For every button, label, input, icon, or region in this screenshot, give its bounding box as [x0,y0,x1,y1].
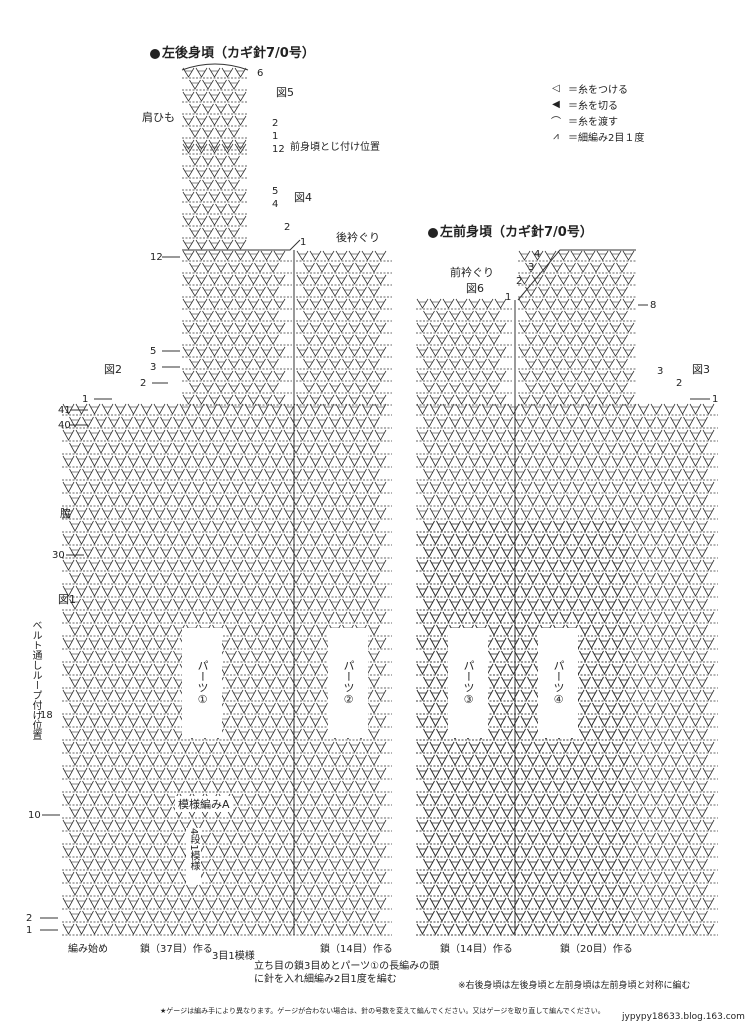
side-marker-12: 12 [150,252,163,263]
front-marker-2: 2 [516,276,523,287]
back-upper [182,250,292,406]
part-3-label: パーツ③ [462,660,475,706]
part-1-label: パーツ① [196,660,209,706]
strap-marker-1a: 1 [272,131,279,142]
front-marker-3b: 3 [657,366,664,377]
legend-row-pass: ⌒＝糸を渡す [548,112,644,128]
back-neck-label: 後衿ぐり [336,231,380,244]
row-marker-40: 40 [58,420,71,431]
chain14-back-label: 鎖（14目）作る [320,944,393,955]
strap-marker-4: 4 [272,199,279,210]
fig4-label: 図4 [294,191,312,204]
four-rows-label: 4段1模様 [186,828,201,884]
side-marker-1: 1 [82,394,89,405]
fig3-label: 図3 [692,363,710,376]
part-2-box: パーツ② [328,628,368,738]
front-neck-curve [517,249,636,301]
pattern-a-label: 模様編みA [175,796,233,812]
chain20-label: 鎖（20目）作る [560,944,633,955]
strap-marker-5: 5 [272,186,279,197]
part-1-box: パーツ① [182,628,222,738]
row-marker-2: 2 [26,913,33,924]
symmetric-note: ※右後身頃は左後身頃と左前身頃は左前身頃と対称に編む [458,981,691,991]
side-marker-3: 3 [150,362,157,373]
part-3-box: パーツ③ [448,628,488,738]
row-marker-41: 41 [58,405,71,416]
fig5-label: 図5 [276,86,294,99]
side-marker-5: 5 [150,346,157,357]
back-strap-fig5 [182,67,248,151]
three-st-label: 3目1模様 [212,951,255,962]
strap-marker-12: 12 [272,144,285,155]
chain14-front-label: 鎖（14目）作る [440,944,513,955]
back-neck-panel [296,250,392,406]
side-marker-2: 2 [140,378,147,389]
join-note: 立ち目の鎖3目めとパーツ①の長編みの頭に針を入れ細編み2目1度を編む [254,961,440,985]
legend-row-attach: ◁＝糸をつける [548,80,644,96]
strap-marker-2a: 2 [272,118,279,129]
strap-marker-2b: 2 [284,222,291,233]
front-title: 左前身頃（カギ針7/0号） [428,221,593,240]
front-marker-2b: 2 [676,378,683,389]
fig2-label: 図2 [104,363,122,376]
strap-marker-1b: 1 [300,237,307,248]
back-neck-curve [182,239,301,251]
front-upper [518,250,636,406]
strap-top-curve [181,63,249,71]
front-marker-4: 4 [534,249,541,260]
back-strap-fig4 [182,143,248,251]
fig1-label: 図1 [58,593,76,606]
front-neck-left [416,298,512,406]
start-label: 編み始め [68,944,108,955]
cut-yarn-icon: ◀ [552,98,560,110]
front-marker-8: 8 [650,300,657,311]
chain37-label: 鎖（37目）作る [140,944,213,955]
front-neck-label: 前衿ぐり [450,266,494,279]
row-marker-30: 30 [52,550,65,561]
strap-marker-6: 6 [257,68,264,79]
part-4-label: パーツ④ [552,660,565,706]
row-marker-1: 1 [26,925,33,936]
part-4-box: パーツ④ [538,628,578,738]
sc2tog-icon: ⩘ [553,130,559,142]
back-title: 左後身頃（カギ針7/0号） [150,42,315,61]
row-marker-18: 18 [40,710,53,721]
pass-yarn-icon: ⌒ [551,116,561,128]
row-marker-10: 10 [28,810,41,821]
legend-row-sc2tog: ⩘＝細編み2目１度 [548,128,644,144]
front-marker-1b: 1 [712,394,719,405]
front-join-label: 前身頃とじ付け位置 [290,142,380,153]
front-marker-1: 1 [505,292,512,303]
front-marker-3: 3 [528,262,535,273]
fig6-label: 図6 [466,282,484,295]
part-2-label: パーツ② [342,660,355,706]
watermark: jypypy18633.blog.163.com [622,1012,745,1022]
legend-row-cut: ◀＝糸を切る [548,96,644,112]
attach-yarn-icon: ◁ [552,82,560,94]
belt-loop-label: ベルト通しループ付け位置 [30,620,41,740]
legend: ◁＝糸をつける ◀＝糸を切る ⌒＝糸を渡す ⩘＝細編み2目１度 [548,80,644,144]
shoulder-strap-label: 肩ひも [142,111,175,124]
footer-note: ★ゲージは編み手により異なります。ゲージが合わない場合は、針の号数を変えて編んで… [160,1007,605,1015]
side-label: 脇 [60,507,71,520]
